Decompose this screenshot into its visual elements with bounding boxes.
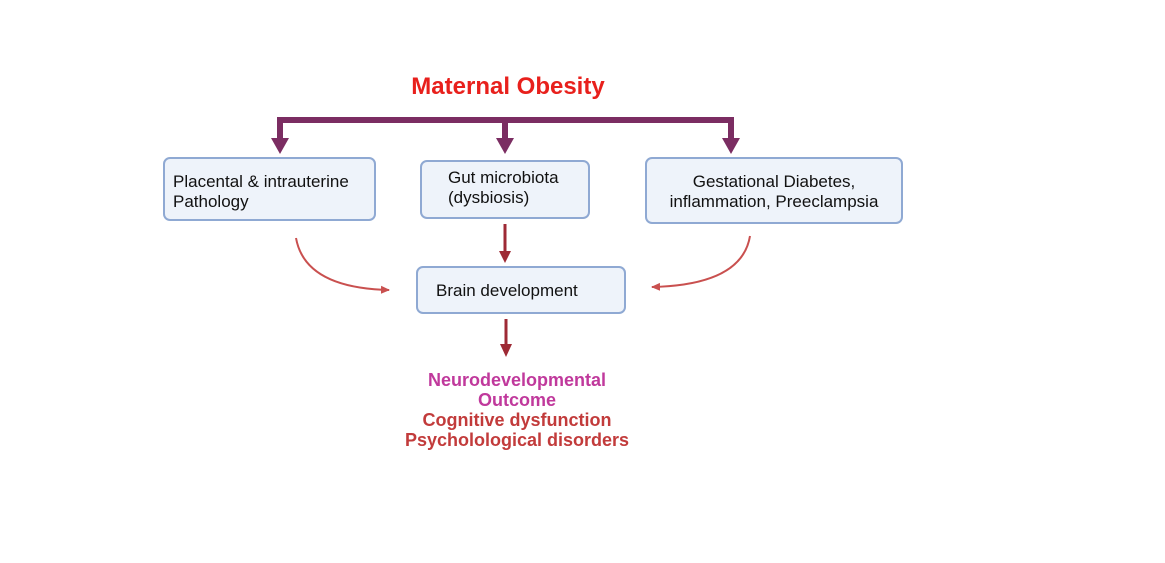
outcome-neuro-line2: Outcome — [477, 390, 556, 410]
gestational-box-line1: Gestational Diabetes, — [692, 172, 856, 191]
gestational-to-brain-arrow — [651, 235, 751, 291]
brain-box-label: Brain development — [436, 281, 578, 300]
bracket-arrow-right — [722, 138, 740, 154]
obesity-bracket-line — [277, 117, 734, 141]
placental-to-brain-arrow — [295, 237, 390, 294]
outcome-cognitive: Cognitive dysfunction — [422, 410, 612, 430]
gut-microbiota-box: Gut microbiota (dysbiosis) — [420, 160, 590, 219]
gut-to-brain-arrowhead — [499, 251, 511, 263]
gestational-diabetes-box: Gestational Diabetes, inflammation, Pree… — [645, 157, 903, 224]
outcome-neuro-line1: Neurodevelopmental — [427, 370, 607, 390]
placental-box-line2: Pathology — [173, 192, 249, 211]
diagram-title: Maternal Obesity — [411, 73, 605, 100]
brain-to-outcome-arrowhead — [500, 344, 512, 357]
gestational-box-line2: inflammation, Preeclampsia — [669, 192, 879, 211]
bracket-arrow-left — [271, 138, 289, 154]
outcome-psychological: Psycholological disorders — [404, 430, 630, 450]
placental-pathology-box: Placental & intrauterine Pathology — [163, 157, 376, 221]
bracket-arrow-middle — [496, 138, 514, 154]
gut-box-line2: (dysbiosis) — [448, 188, 530, 207]
gut-box-line1: Gut microbiota — [448, 168, 559, 187]
outcomes-list: Neurodevelopmental Outcome Cognitive dys… — [380, 370, 654, 450]
brain-development-box: Brain development — [416, 266, 626, 314]
placental-box-line1: Placental & intrauterine — [173, 172, 349, 191]
